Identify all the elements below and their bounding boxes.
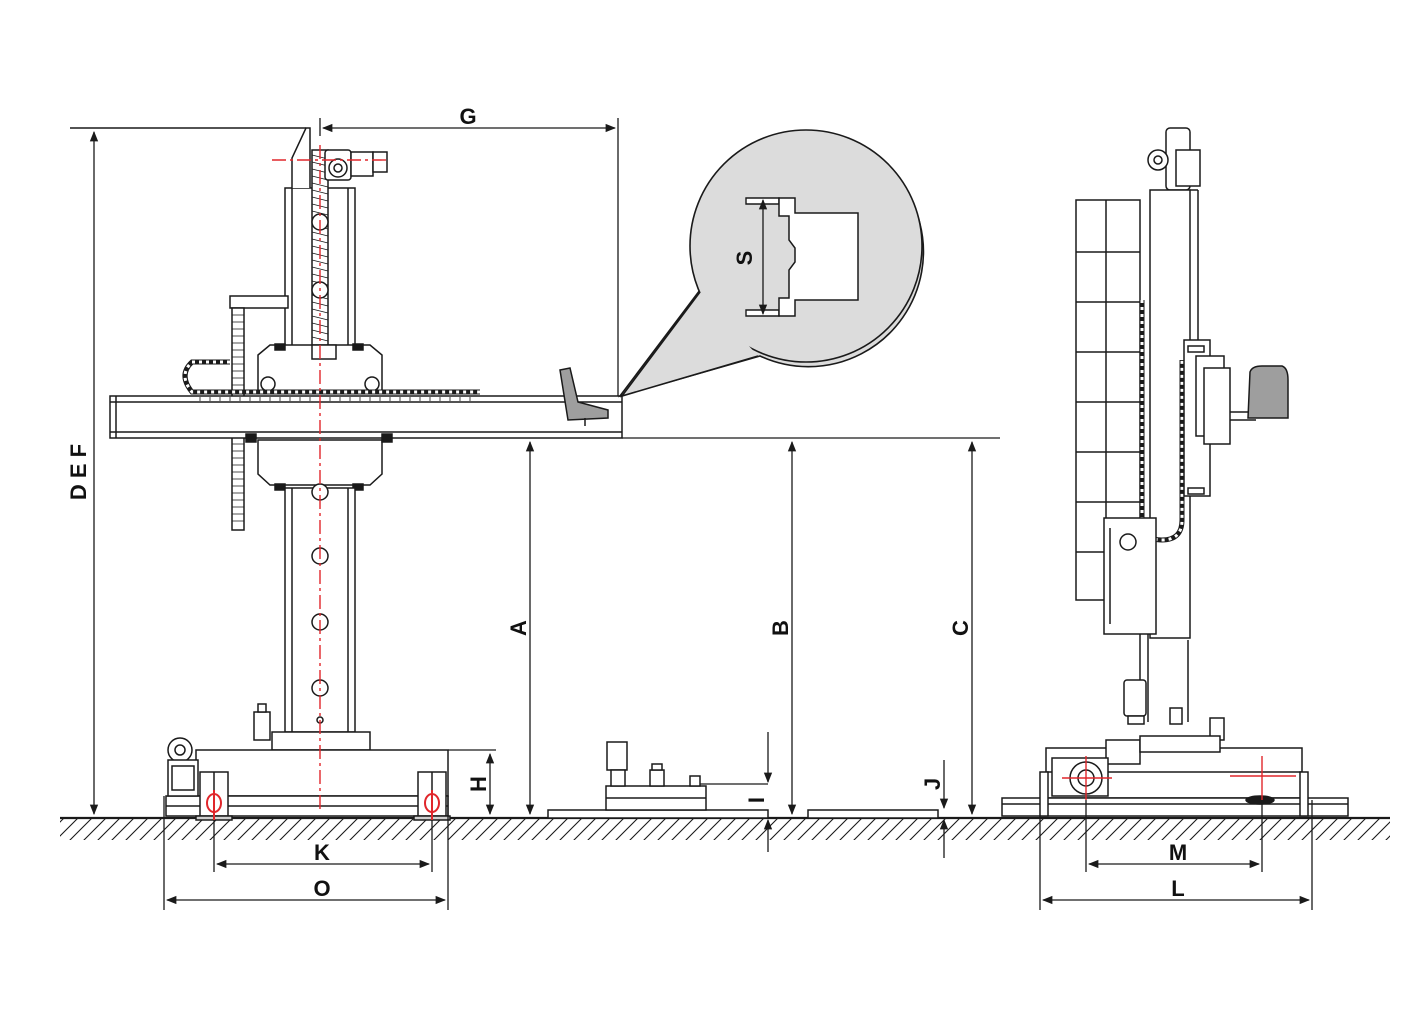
label-k: K bbox=[314, 840, 330, 865]
label-s: S bbox=[732, 251, 757, 266]
ground bbox=[60, 816, 1390, 840]
dimension-labels: D E F G A B C H I J K O M L S bbox=[66, 104, 1187, 901]
front-view bbox=[70, 127, 1000, 821]
dimension-lines bbox=[89, 118, 1313, 910]
front-wheels bbox=[206, 790, 440, 820]
side-view bbox=[1001, 127, 1349, 817]
side-centerlines bbox=[1062, 756, 1296, 800]
label-h: H bbox=[466, 776, 491, 792]
label-b: B bbox=[768, 620, 793, 636]
track-detail bbox=[547, 741, 939, 819]
front-centerlines bbox=[272, 145, 388, 810]
label-def: D E F bbox=[66, 444, 91, 500]
label-g: G bbox=[459, 104, 476, 129]
operator-seat-side bbox=[1247, 365, 1289, 419]
panel-grid bbox=[1076, 251, 1140, 553]
label-m: M bbox=[1169, 840, 1187, 865]
label-a: A bbox=[506, 620, 531, 636]
operator-chair bbox=[559, 367, 609, 421]
label-j: J bbox=[920, 778, 945, 790]
label-o: O bbox=[313, 876, 330, 901]
section-detail-callout bbox=[617, 129, 925, 398]
label-i: I bbox=[744, 797, 769, 803]
label-l: L bbox=[1171, 876, 1184, 901]
label-c: C bbox=[948, 620, 973, 636]
